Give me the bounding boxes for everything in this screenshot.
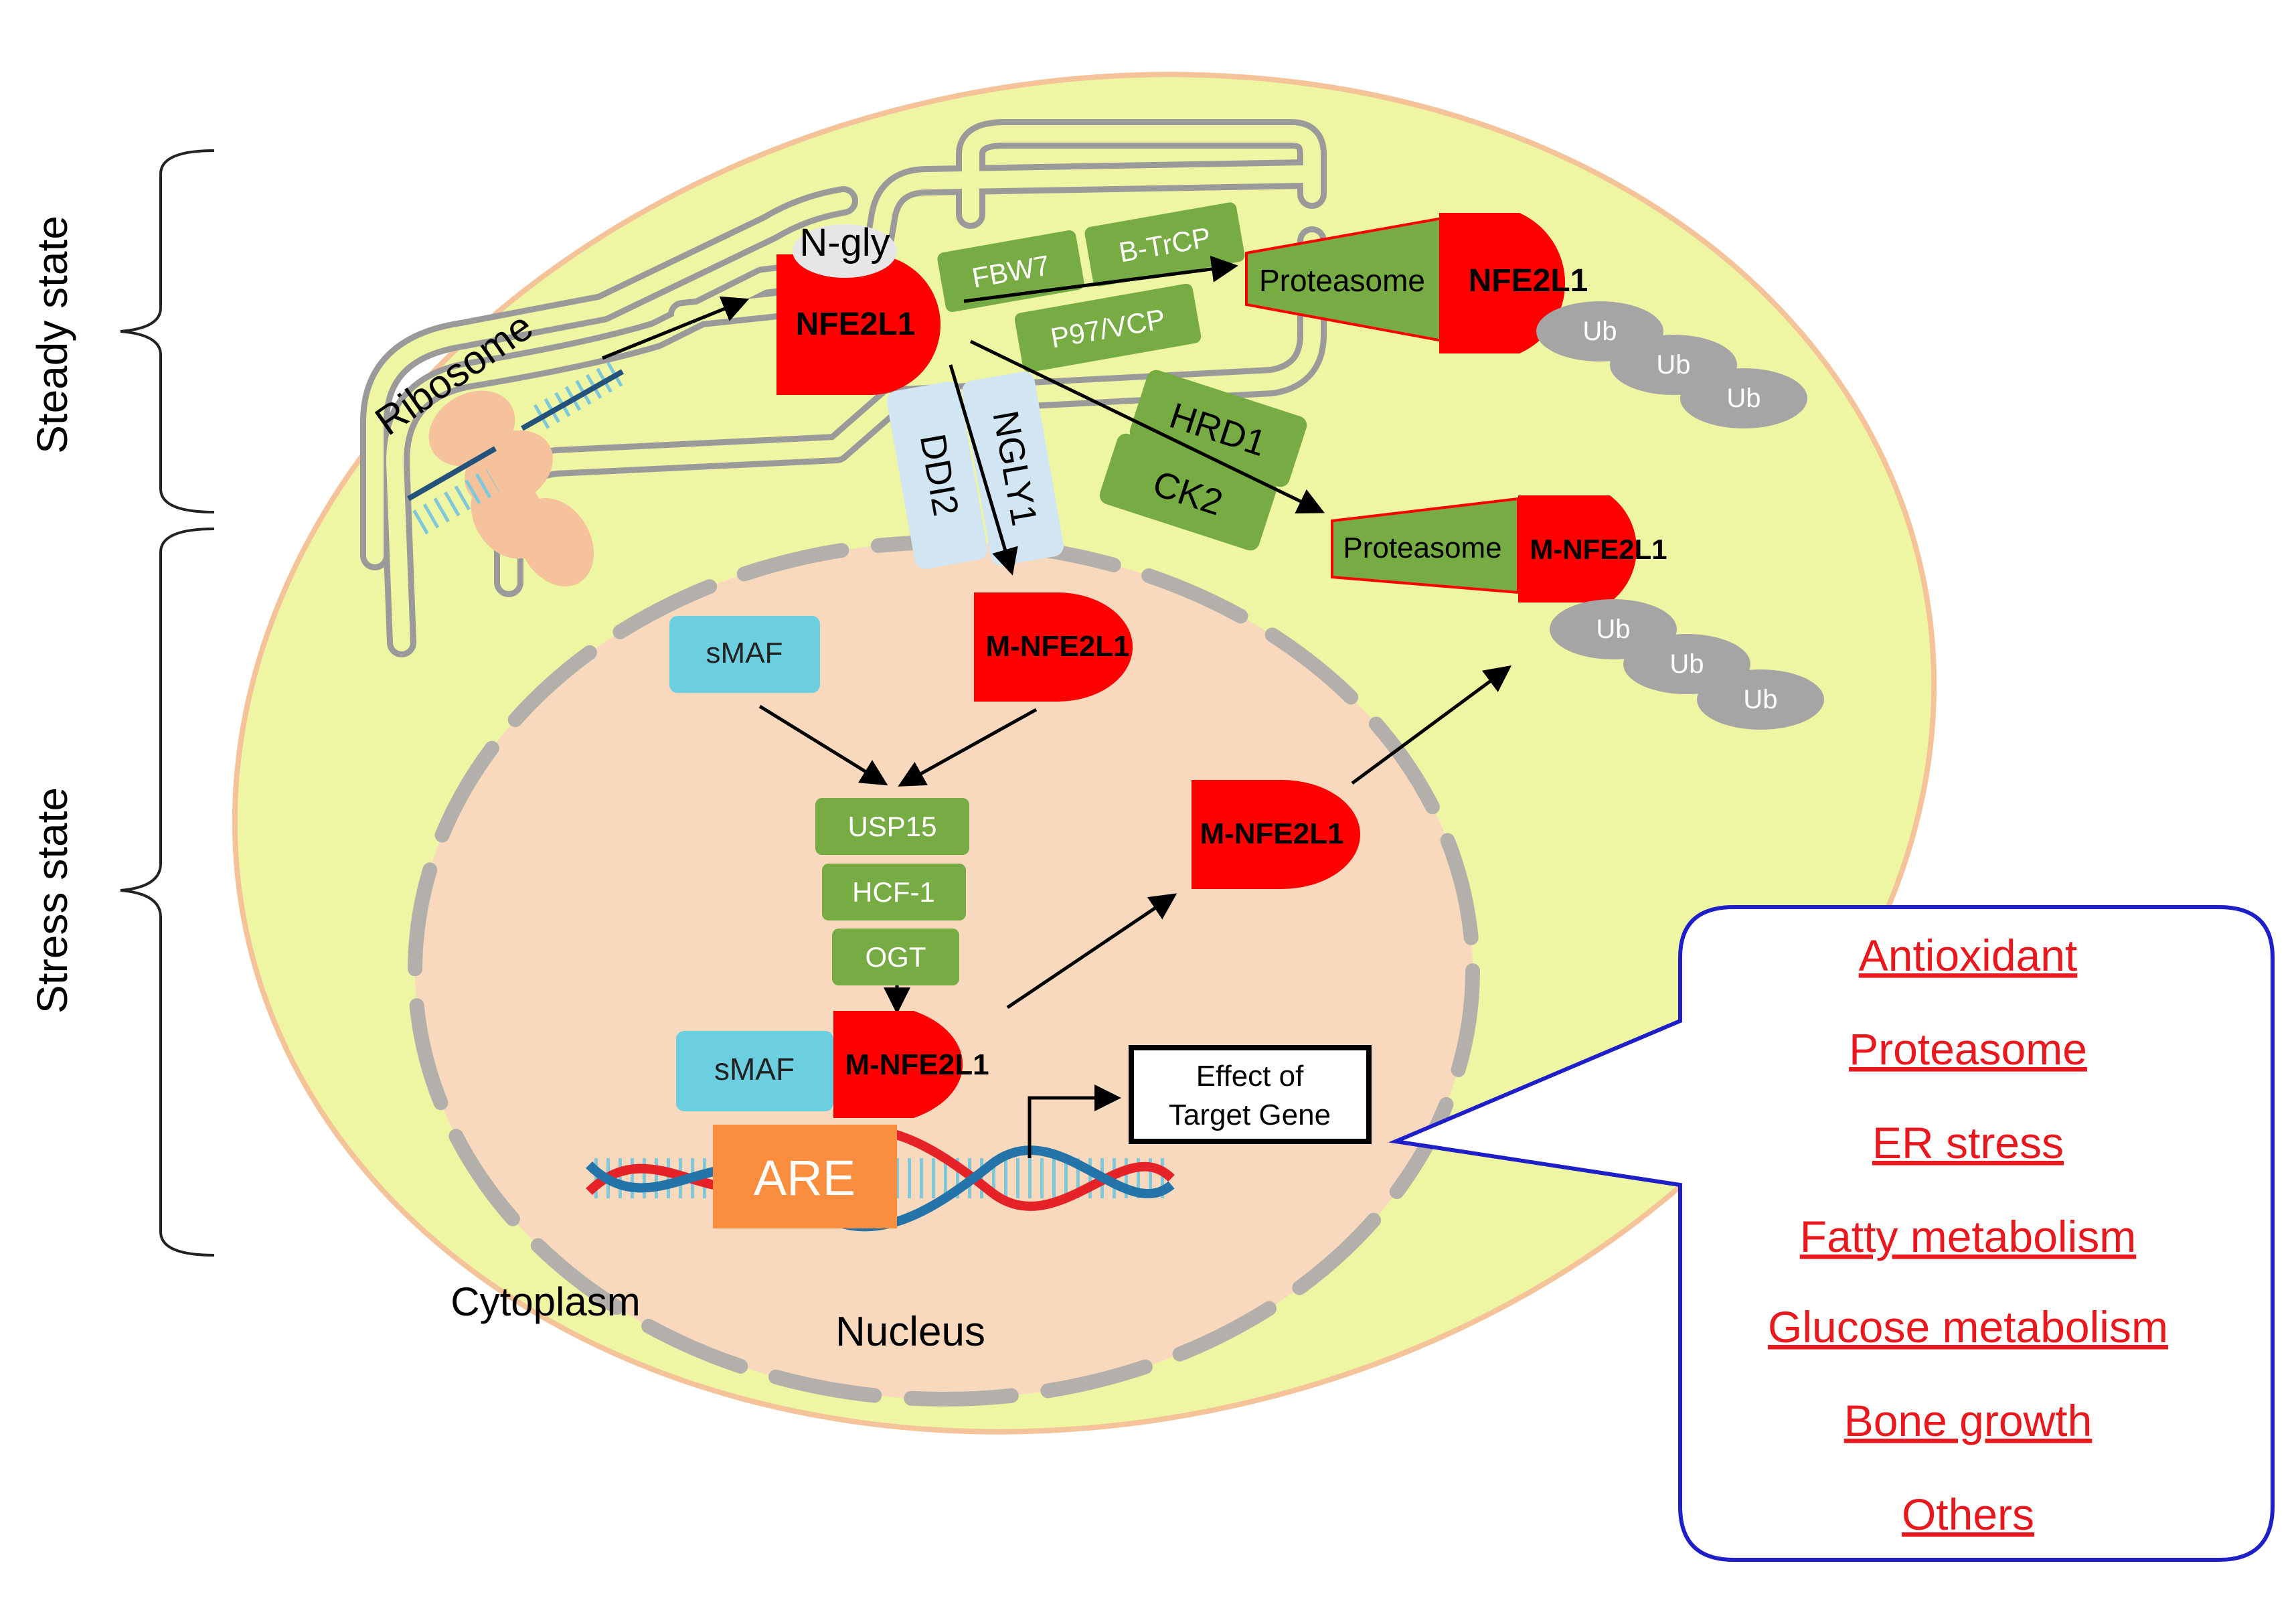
- arrow-ribosome-to-nfe2l1: [602, 296, 750, 360]
- effect-item[interactable]: Bone growth: [1844, 1396, 2093, 1445]
- target-gene-line1: Effect of: [1196, 1060, 1304, 1093]
- proteasome-complex-2: Proteasome M-NFE2L1 Ub Ub Ub: [1331, 495, 1824, 730]
- stress-state-label: Stress state: [28, 787, 76, 1014]
- nucleus-label: Nucleus: [835, 1309, 985, 1355]
- ub-2b: Ub: [1669, 649, 1704, 679]
- m-nfe2l1-nucleus: M-NFE2L1: [974, 592, 1133, 702]
- m-nfe2l1-free-label: M-NFE2L1: [1200, 817, 1343, 850]
- effect-item[interactable]: Fatty metabolism: [1800, 1212, 2136, 1261]
- ub-2c: Ub: [1743, 685, 1777, 714]
- arrow-to-target-gene: [1028, 1085, 1121, 1158]
- proteasome-1-label: Proteasome: [1259, 263, 1425, 298]
- n-gly-glycan: N-gly: [793, 221, 897, 278]
- proteasome-2-label: Proteasome: [1343, 532, 1501, 564]
- effects-list: Antioxidant Proteasome ER stress Fatty m…: [1768, 931, 2168, 1539]
- arrow-nfe2l1-to-proteasome-2: [969, 339, 1325, 513]
- ub-1a: Ub: [1582, 317, 1617, 346]
- effect-item[interactable]: Antioxidant: [1859, 931, 2078, 980]
- are-box: ARE: [713, 1125, 897, 1228]
- cytoplasm-label: Cytoplasm: [450, 1279, 640, 1324]
- effect-item[interactable]: Others: [1902, 1490, 2034, 1539]
- smaf-box-bottom: sMAF: [676, 1031, 833, 1111]
- smaf-bottom-label: sMAF: [714, 1052, 795, 1087]
- ngly1-box: NGLY1: [962, 372, 1064, 566]
- arrow-smaf-to-complex: [758, 704, 888, 786]
- nfe2l1-er: NFE2L1: [776, 254, 940, 395]
- stress-state-bracket: [120, 528, 215, 1257]
- mrna-strand: [407, 358, 629, 536]
- arrow-nfe2l1-to-proteasome: [963, 256, 1238, 303]
- ddi2-box: DDI2: [886, 382, 988, 569]
- m-nfe2l1-nucleus-label: M-NFE2L1: [985, 630, 1129, 663]
- effect-item[interactable]: Proteasome: [1849, 1024, 2087, 1074]
- arrow-nfe2l1-to-nucleus: [949, 364, 1018, 576]
- effect-item[interactable]: Glucose metabolism: [1768, 1302, 2168, 1352]
- nfe2l1-proteasome-label: NFE2L1: [1469, 263, 1588, 299]
- arrow-free-to-proteasome-2: [1351, 665, 1512, 785]
- btrcp-box: B-TrCP: [1084, 202, 1245, 287]
- nfe2l1-er-label: NFE2L1: [796, 307, 916, 342]
- target-gene-box: Effect of Target Gene: [1129, 1045, 1372, 1144]
- smaf-box-top: sMAF: [669, 616, 820, 693]
- usp15-label: USP15: [847, 811, 936, 842]
- m-nfe2l1-free: M-NFE2L1: [1192, 780, 1361, 889]
- m-nfe2l1-dimer-label: M-NFE2L1: [845, 1048, 989, 1081]
- ogt-box: OGT: [832, 929, 959, 985]
- ck2-box: CK2: [1099, 433, 1277, 551]
- m-nfe2l1-dimer: M-NFE2L1: [833, 1011, 989, 1118]
- smaf-top-label: sMAF: [706, 637, 783, 669]
- ogt-label: OGT: [866, 941, 926, 973]
- hcf1-label: HCF-1: [852, 876, 935, 908]
- ub-1b: Ub: [1656, 350, 1690, 380]
- ub-1c: Ub: [1726, 384, 1760, 413]
- arrow-dimer-to-free: [1006, 893, 1177, 1010]
- m-nfe2l1-proteasome-label: M-NFE2L1: [1530, 534, 1667, 565]
- steady-state-label: Steady state: [28, 216, 76, 454]
- p97-box: P97/VCP: [1014, 283, 1202, 373]
- steady-state-bracket: [120, 149, 215, 513]
- arrow-mnfe2l1-to-complex: [898, 708, 1038, 787]
- usp15-box: USP15: [815, 798, 969, 855]
- hcf1-box: HCF-1: [822, 864, 966, 920]
- are-label: ARE: [754, 1150, 855, 1206]
- target-gene-line2: Target Gene: [1169, 1099, 1331, 1131]
- effect-item[interactable]: ER stress: [1872, 1118, 2064, 1168]
- ub-2a: Ub: [1596, 615, 1630, 644]
- n-gly-label: N-gly: [799, 221, 890, 264]
- proteasome-complex-1: Proteasome NFE2L1 Ub Ub Ub: [1245, 213, 1807, 428]
- effects-callout: [1388, 905, 2275, 1562]
